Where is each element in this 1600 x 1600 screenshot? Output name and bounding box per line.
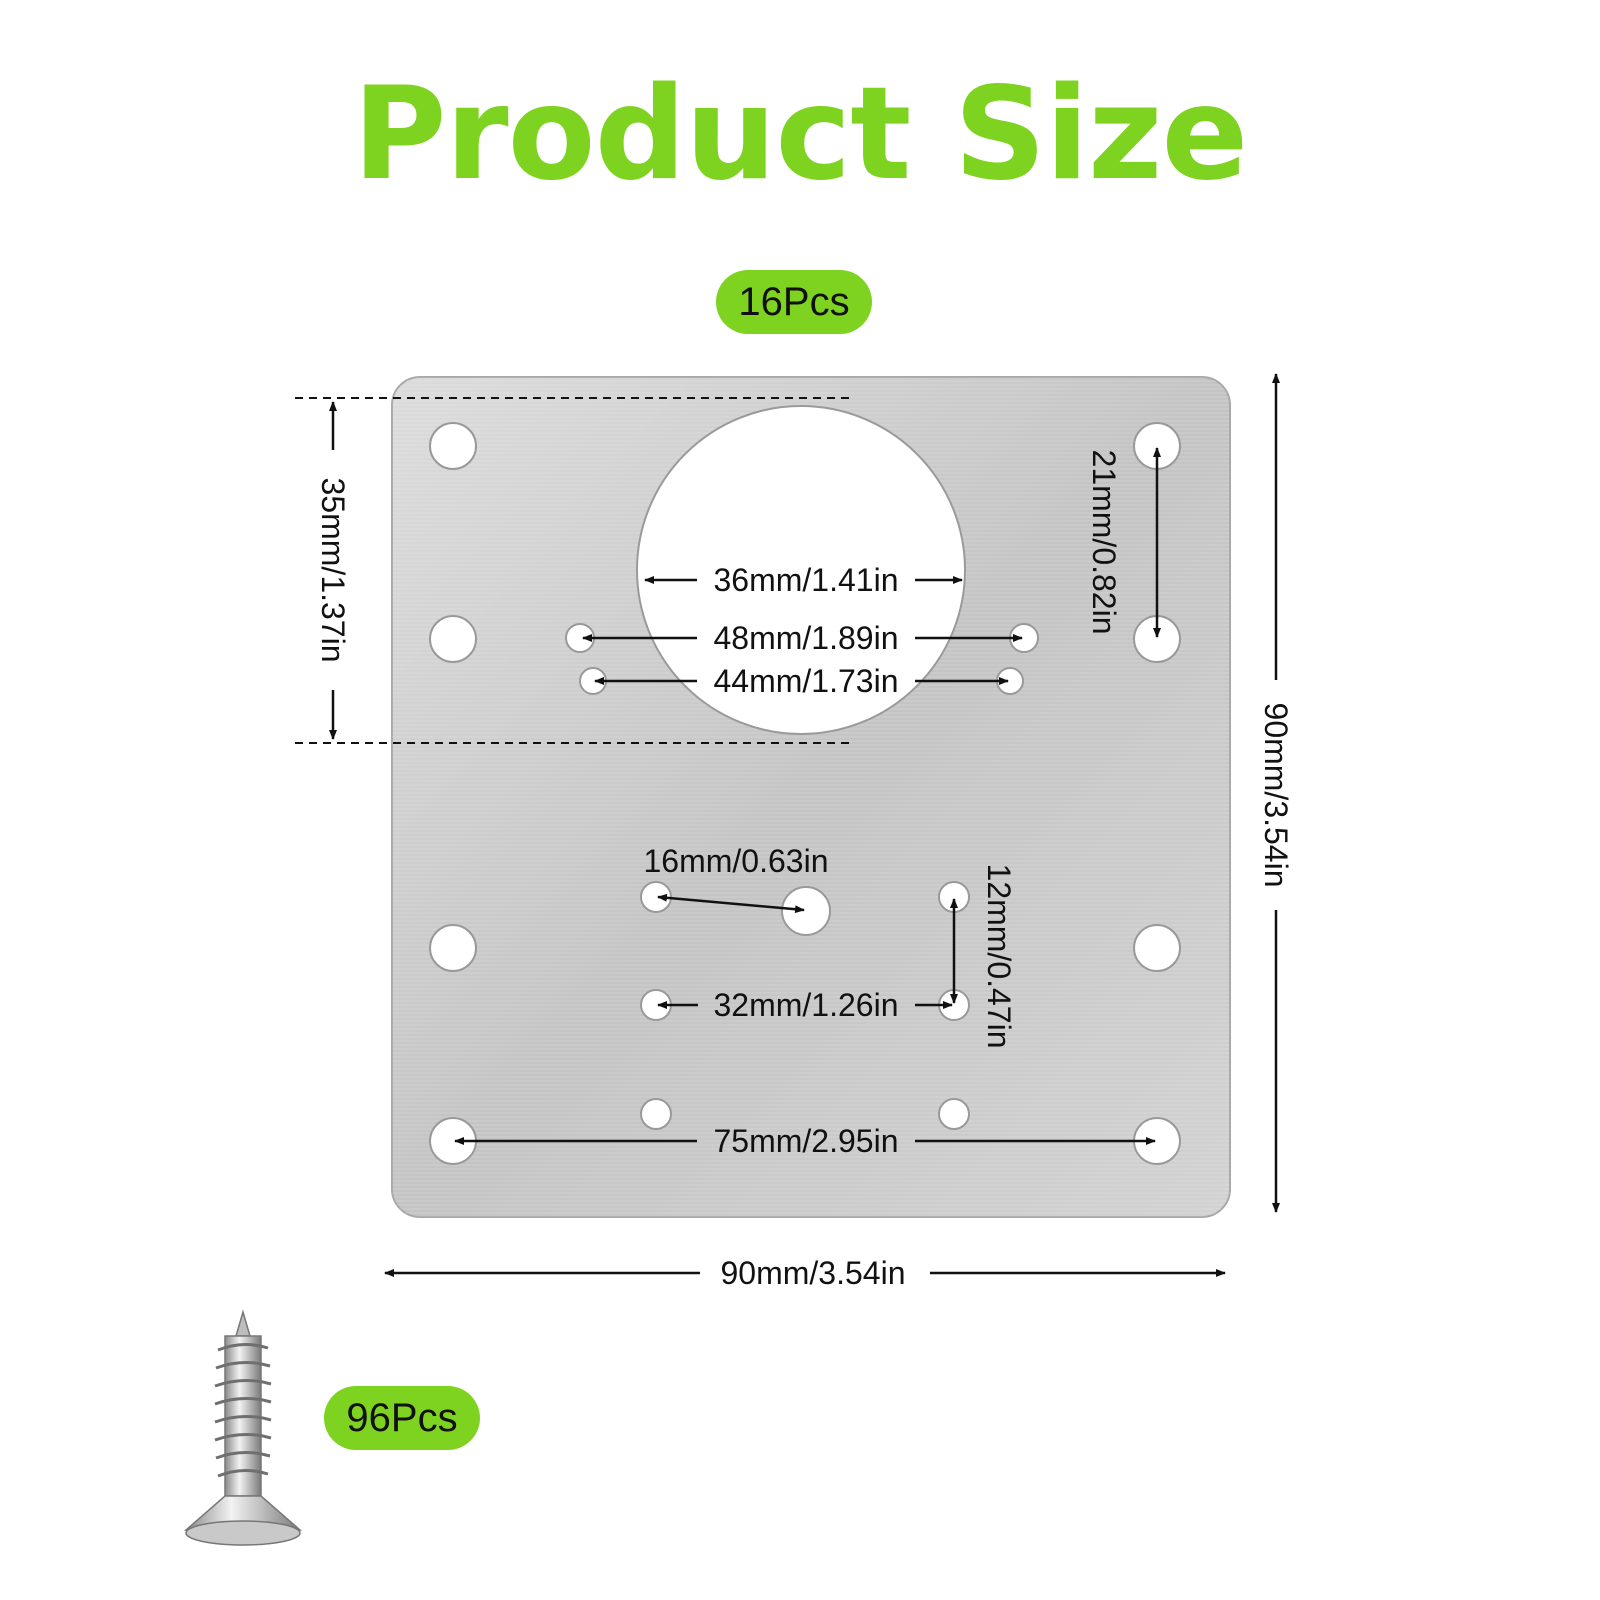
dim-label-36: 36mm/1.41in: [714, 562, 899, 598]
mounting-hole: [429, 422, 477, 470]
mounting-hole: [429, 924, 477, 972]
hinge-repair-plate: [391, 376, 1231, 1218]
dim-label-75: 75mm/2.95in: [714, 1123, 899, 1159]
countersunk-screw-icon: [183, 1309, 303, 1546]
medium-hole: [781, 886, 831, 936]
dim-label-21: 21mm/0.82in: [1086, 450, 1122, 635]
dim-label-16: 16mm/0.63in: [644, 843, 829, 879]
mounting-hole: [429, 615, 477, 663]
dim-label-48: 48mm/1.89in: [714, 620, 899, 656]
dim-label-44: 44mm/1.73in: [714, 663, 899, 699]
dim-line-16: [657, 893, 805, 914]
dim-label-plate-width: 90mm/3.54in: [721, 1255, 906, 1291]
dim-label-12: 12mm/0.47in: [981, 864, 1017, 1049]
mounting-hole: [1133, 924, 1181, 972]
dim-label-32: 32mm/1.26in: [714, 987, 899, 1023]
dim-label-35: 35mm/1.37in: [315, 478, 351, 663]
plate-brush-texture: [392, 377, 1230, 1217]
screw-quantity-badge: 96Pcs: [324, 1386, 480, 1450]
large-center-hole: [636, 405, 966, 735]
dim-label-plate-height: 90mm/3.54in: [1258, 703, 1294, 888]
small-hole: [938, 1098, 970, 1130]
small-hole: [640, 1098, 672, 1130]
page-title: Product Size: [352, 60, 1249, 209]
plate-quantity-badge: 16Pcs: [716, 270, 872, 334]
